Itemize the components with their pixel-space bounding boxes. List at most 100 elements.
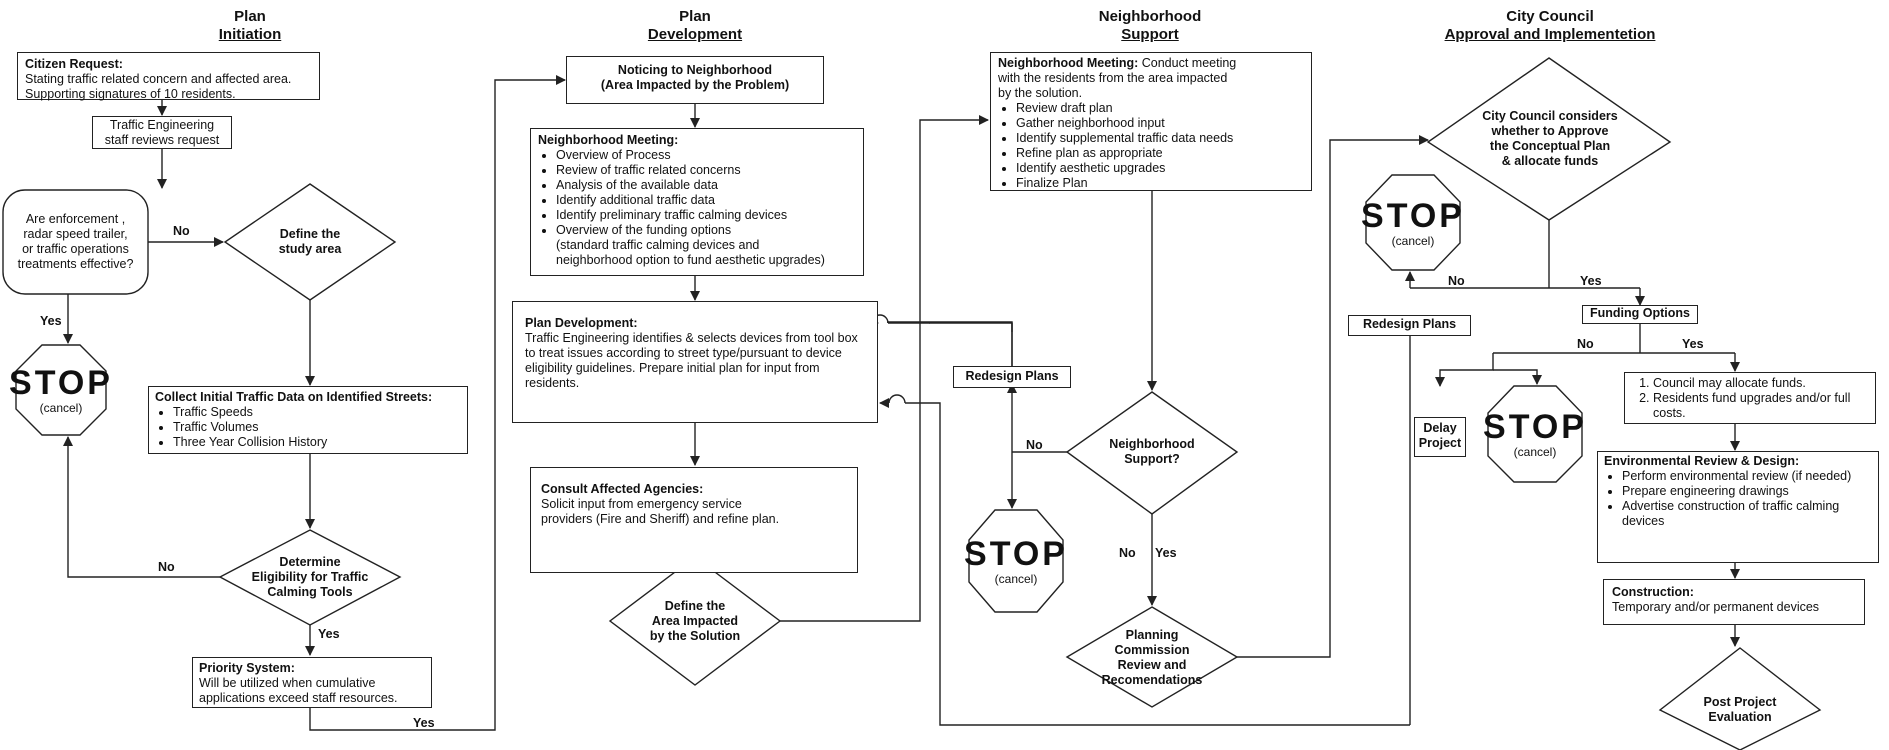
env-review-title: Environmental Review & Design: [1604, 454, 1800, 468]
stop-sign-2-text: STOP (cancel) [964, 510, 1065, 612]
define-study-line: study area [278, 242, 342, 256]
stop-word: STOP [1361, 196, 1465, 235]
nm1-extra: neighborhood option to fund aesthetic up… [556, 253, 825, 267]
eligibility-text: Determine Eligibility for Traffic Calmin… [230, 552, 390, 602]
nm2-line: with the residents from the area impacte… [998, 71, 1228, 85]
header-plan-development: Plan Development [635, 8, 755, 44]
council-text: City Council considers whether to Approv… [1470, 106, 1630, 172]
nm2-title-rest: Conduct meeting [1141, 56, 1237, 70]
enforcement-question: Are enforcement , radar speed trailer, o… [3, 190, 148, 294]
header-city-council: City Council Approval and Implementetion [1430, 8, 1670, 44]
neighborhood-meeting-1-box: Neighborhood Meeting: Overview of Proces… [530, 128, 864, 276]
council-option-item: Council may allocate funds. [1653, 376, 1871, 391]
nm2-title: Neighborhood Meeting: [998, 56, 1139, 70]
label-yes-priority: Yes [413, 716, 435, 730]
collect-data-title: Collect Initial Traffic Data on Identifi… [155, 390, 433, 404]
council-options-box: Council may allocate funds. Residents fu… [1624, 372, 1876, 424]
define-study-text: Define the study area [250, 222, 370, 262]
nm1-extra: (standard traffic calming devices and [556, 238, 760, 252]
nm1-item: Identify additional traffic data [556, 193, 856, 208]
council-line: City Council considers [1482, 109, 1618, 123]
council-line: whether to Approve [1491, 124, 1609, 138]
delay-project-box: Delay Project [1414, 417, 1466, 457]
collect-data-box: Collect Initial Traffic Data on Identifi… [148, 386, 468, 454]
label-yes-funding: Yes [1682, 337, 1704, 351]
enforcement-line: or traffic operations [22, 242, 129, 256]
label-no-support: No [1026, 438, 1043, 452]
label-no-council: No [1448, 274, 1465, 288]
nm2-line: by the solution. [998, 86, 1083, 100]
redesign-plans-2-box: Redesign Plans [1348, 315, 1471, 336]
stop-sign-2 [968, 509, 1064, 613]
plan-dev-text: Traffic Engineering identifies & selects… [525, 331, 858, 390]
nm2-item: Gather neighborhood input [1016, 116, 1304, 131]
label-no-funding: No [1577, 337, 1594, 351]
define-area-text: Define the Area Impacted by the Solution [630, 595, 760, 647]
neighborhood-support-text: Neighborhood Support? [1092, 432, 1212, 472]
stop-word: STOP [9, 364, 113, 402]
post-project-line: Post Project [1703, 695, 1777, 709]
council-line: the Conceptual Plan [1489, 139, 1611, 153]
label-yes-support: Yes [1155, 546, 1177, 560]
environmental-review-box: Environmental Review & Design: Perform e… [1597, 451, 1879, 563]
enforcement-line: radar speed trailer, [23, 227, 128, 241]
construction-title: Construction: [1612, 585, 1694, 599]
council-option-item: Residents fund upgrades and/or full cost… [1653, 391, 1871, 421]
post-project-line: Evaluation [1708, 710, 1772, 724]
enforcement-line: treatments effective? [17, 257, 134, 271]
council-line: & allocate funds [1501, 154, 1599, 168]
eligibility-line: Determine [279, 554, 341, 569]
funding-options-box: Funding Options [1582, 305, 1698, 324]
planning-line: Recomendations [1101, 673, 1203, 687]
noticing-box: Noticing to Neighborhood (Area Impacted … [566, 56, 824, 104]
nm1-item: Overview of the funding options [556, 223, 856, 238]
redesign-plans-1-box: Redesign Plans [953, 366, 1071, 388]
stop-sign-1-text: STOP (cancel) [9, 345, 110, 435]
label-no-eligibility: No [158, 560, 175, 574]
consult-line: providers (Fire and Sheriff) and refine … [541, 512, 780, 526]
eligibility-line: Calming Tools [267, 584, 353, 599]
planning-text: Planning Commission Review and Recomenda… [1092, 627, 1212, 689]
nm2-item: Identify supplemental traffic data needs [1016, 131, 1304, 146]
env-review-item: Prepare engineering drawings [1622, 484, 1872, 499]
label-yes-council: Yes [1580, 274, 1602, 288]
delay-line: Project [1418, 436, 1462, 450]
construction-box: Construction: Temporary and/or permanent… [1603, 579, 1865, 625]
stop-cancel: (cancel) [994, 572, 1038, 586]
eligibility-line: Eligibility for Traffic [251, 569, 369, 584]
env-review-item: Advertise construction of traffic calmin… [1622, 499, 1872, 529]
header-line2: Support [1121, 26, 1179, 43]
construction-line: Temporary and/or permanent devices [1612, 600, 1820, 614]
stop-cancel: (cancel) [1391, 233, 1435, 248]
redesign-2-label: Redesign Plans [1362, 317, 1457, 331]
header-line1: City Council [1506, 8, 1594, 25]
planning-line: Commission [1114, 643, 1190, 657]
citizen-request-line: Stating traffic related concern and affe… [25, 72, 292, 86]
staff-review-box: Traffic Engineering staff reviews reques… [92, 116, 232, 149]
nm2-item: Refine plan as appropriate [1016, 146, 1304, 161]
plan-development-box: Plan Development: Traffic Engineering id… [512, 301, 878, 423]
citizen-request-line: Supporting signatures of 10 residents. [25, 87, 236, 101]
neighborhood-meeting-2-box: Neighborhood Meeting: Conduct meeting wi… [990, 52, 1312, 191]
define-study-line: Define the [279, 227, 341, 241]
post-project-diamond [1658, 647, 1822, 750]
delay-line: Delay [1423, 421, 1457, 435]
nm2-item: Identify aesthetic upgrades [1016, 161, 1304, 176]
stop-sign-3 [1365, 174, 1461, 271]
nm2-item: Finalize Plan [1016, 176, 1304, 191]
nm1-title: Neighborhood Meeting: [538, 133, 679, 147]
planning-diamond [1065, 606, 1239, 708]
define-area-line: by the Solution [649, 628, 741, 643]
header-line2: Initiation [218, 26, 282, 43]
collect-data-item: Traffic Volumes [173, 420, 461, 435]
nm1-item: Overview of Process [556, 148, 856, 163]
define-area-line: Area Impacted [651, 613, 739, 628]
planning-line: Planning [1125, 628, 1179, 642]
stop-sign-1 [15, 344, 107, 436]
header-line1: Plan [234, 8, 266, 25]
label-yes-enforcement: Yes [40, 314, 62, 328]
nm2-item: Review draft plan [1016, 101, 1304, 116]
priority-title: Priority System: [199, 661, 295, 675]
consult-title: Consult Affected Agencies: [541, 482, 704, 496]
